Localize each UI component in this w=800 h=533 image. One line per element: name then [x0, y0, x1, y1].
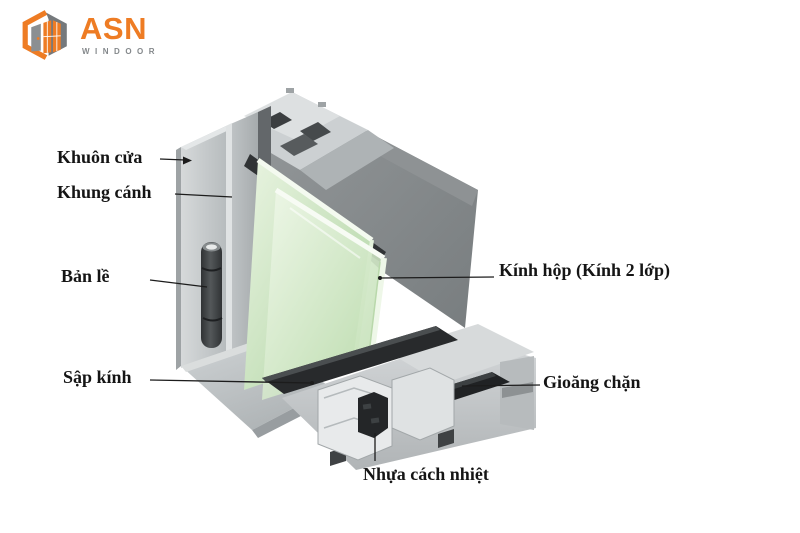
label-sap-kinh: Sập kính — [63, 367, 132, 387]
khung-canh-line — [174, 193, 233, 198]
logo-text: ASN WINDOOR — [80, 8, 160, 56]
logo-brand: ASN — [80, 11, 147, 46]
hinge — [201, 242, 223, 348]
khuon-cua-line — [159, 156, 192, 165]
label-nhua-cach-nhiet: Nhựa cách nhiệt — [363, 464, 489, 484]
glazing-gasket-upper — [262, 326, 458, 394]
logo-subtitle: WINDOOR — [82, 47, 161, 56]
leader-lines — [149, 156, 541, 461]
label-khung-canh: Khung cánh — [57, 182, 152, 202]
thermal-break — [358, 392, 388, 438]
gioang-chan-line — [461, 384, 541, 387]
bottom-cross-section — [317, 367, 455, 461]
kinh-hop-line — [378, 276, 495, 280]
logo: ASN WINDOOR — [20, 8, 160, 62]
ban-le-line — [149, 279, 208, 288]
label-khuon-cua: Khuôn cửa — [57, 147, 143, 167]
label-kinh-hop: Kính hộp (Kính 2 lớp) — [499, 260, 671, 280]
glass-unit — [244, 157, 387, 400]
sap-kinh-line — [149, 379, 314, 385]
logo-house-icon — [22, 10, 67, 60]
label-ban-le: Bản lề — [61, 266, 110, 286]
label-gioang-chan: Gioăng chặn — [543, 372, 641, 392]
